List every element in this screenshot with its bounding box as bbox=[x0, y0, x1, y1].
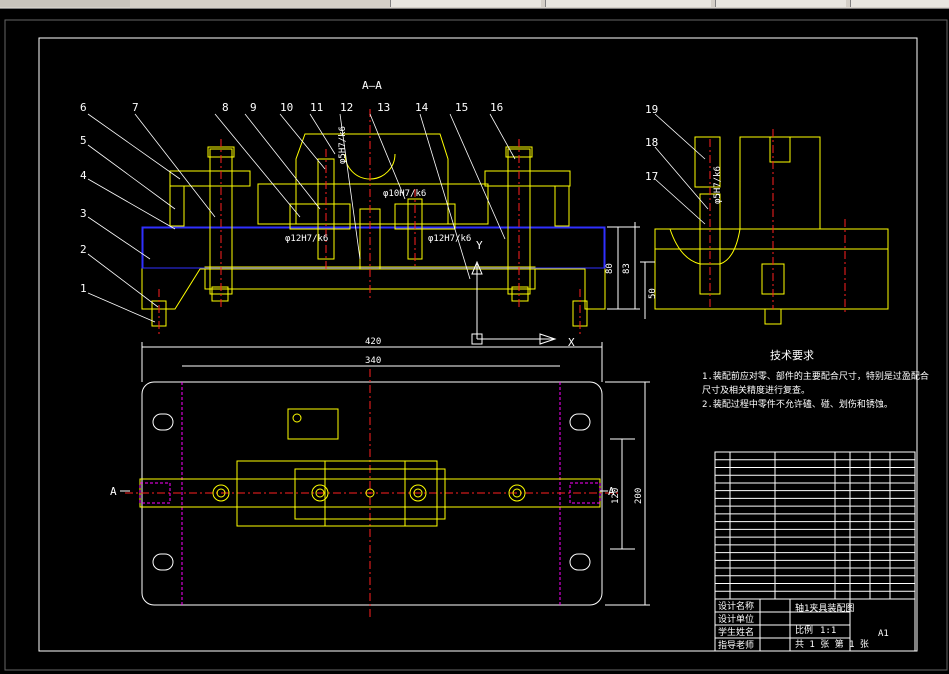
parts-list-table bbox=[714, 451, 916, 600]
dim-83: 83 bbox=[622, 263, 632, 274]
dim-200: 200 bbox=[634, 488, 644, 504]
dim-50: 50 bbox=[648, 288, 658, 299]
top-view bbox=[125, 369, 620, 619]
tech-line: 尺寸及相关精度进行复查。 bbox=[702, 384, 810, 396]
title-bar bbox=[0, 0, 949, 9]
section-label: A—A bbox=[362, 79, 382, 92]
dim-80: 80 bbox=[605, 263, 615, 274]
axis-x-label: X bbox=[568, 336, 575, 349]
cad-drawing-canvas[interactable]: A—A bbox=[0, 9, 949, 674]
part-number: 9 bbox=[250, 101, 257, 114]
toolbar-icons[interactable] bbox=[0, 0, 130, 7]
part-number: 13 bbox=[377, 101, 390, 114]
part-number: 10 bbox=[280, 101, 293, 114]
title-label: 学生姓名 bbox=[718, 626, 754, 638]
fit-label: φ5H7/k6 bbox=[338, 126, 348, 164]
dim-120: 120 bbox=[611, 488, 621, 504]
tech-line: 2.装配过程中零件不允许磕、碰、划伤和锈蚀。 bbox=[702, 398, 893, 410]
fit-label: φ5H7/k6 bbox=[713, 166, 723, 204]
sheet-size: A1 bbox=[878, 629, 889, 639]
part-number: 6 bbox=[80, 101, 87, 114]
scale-label: 比例 bbox=[795, 624, 813, 636]
part-leaders bbox=[87, 113, 516, 323]
part-number: 4 bbox=[80, 169, 87, 182]
title-label: 设计名称 bbox=[718, 600, 754, 612]
tech-line: 1.装配前应对零、部件的主要配合尺寸，特别是过盈配合 bbox=[702, 370, 929, 382]
window-tab[interactable] bbox=[390, 0, 541, 7]
tech-title: 技术要求 bbox=[770, 349, 814, 362]
fixture-center bbox=[257, 133, 489, 270]
section-mark-left: A bbox=[110, 485, 117, 498]
part-number: 2 bbox=[80, 243, 87, 256]
title-block bbox=[714, 598, 916, 652]
side-view bbox=[654, 129, 889, 325]
dim-340: 340 bbox=[365, 356, 381, 366]
axis-y-label: Y bbox=[476, 239, 483, 252]
outer-frame bbox=[4, 19, 948, 671]
part-number: 5 bbox=[80, 134, 87, 147]
part-number: 7 bbox=[132, 101, 139, 114]
fit-label: φ12H7/k6 bbox=[285, 234, 328, 244]
drawing-frame bbox=[38, 37, 918, 652]
window-tab[interactable] bbox=[545, 0, 711, 7]
clamp-left bbox=[169, 146, 251, 295]
fit-label: φ12H7/k6 bbox=[428, 234, 471, 244]
section-mark-right: A bbox=[608, 485, 615, 498]
part-number: 1 bbox=[80, 282, 87, 295]
part-number: 3 bbox=[80, 207, 87, 220]
window-tab[interactable] bbox=[850, 0, 949, 7]
part-number: 19 bbox=[645, 103, 658, 116]
part-number: 14 bbox=[415, 101, 429, 114]
part-number: 12 bbox=[340, 101, 353, 114]
drawing-name: 轴1夹具装配图 bbox=[795, 602, 854, 614]
part-number: 18 bbox=[645, 136, 658, 149]
part-number: 11 bbox=[310, 101, 323, 114]
window-tab[interactable] bbox=[715, 0, 846, 7]
part-number: 8 bbox=[222, 101, 229, 114]
title-label: 设计单位 bbox=[718, 613, 754, 625]
part-number: 16 bbox=[490, 101, 503, 114]
dim-420: 420 bbox=[365, 337, 381, 347]
title-label: 指导老师 bbox=[718, 639, 754, 651]
bom-grid-line bbox=[714, 451, 916, 600]
scale-value: 1:1 bbox=[820, 626, 836, 636]
sheet-info: 共 1 张 第 1 张 bbox=[795, 638, 869, 650]
fit-label: φ10H7/k6 bbox=[383, 189, 426, 199]
clamp-right bbox=[484, 146, 571, 295]
part-number: 15 bbox=[455, 101, 468, 114]
part-number: 17 bbox=[645, 170, 658, 183]
